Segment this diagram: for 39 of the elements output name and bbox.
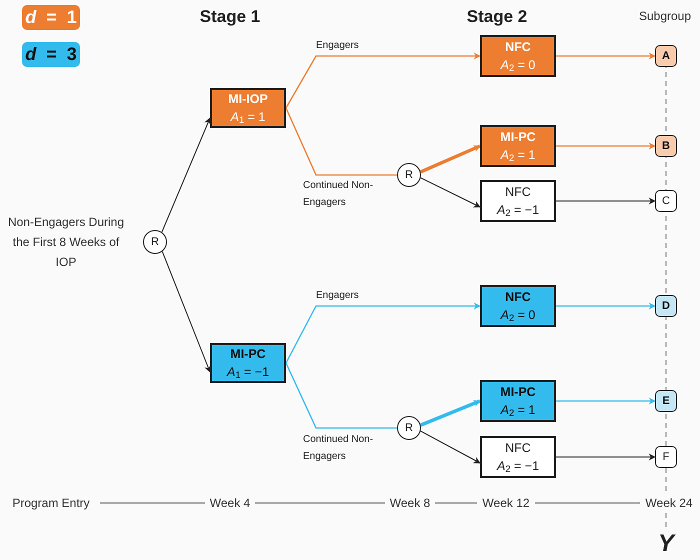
arrow <box>420 430 481 464</box>
arrow <box>162 251 211 373</box>
treatment-box: MI-PC A$_{2}$ = 1 <box>480 125 556 167</box>
arrow <box>420 399 481 427</box>
outcome-label: Y <box>656 532 677 556</box>
edge-label: Continued Non-Engagers <box>303 433 374 464</box>
subgroup-box: F <box>655 446 677 468</box>
stage-heading: Stage 2 <box>466 6 528 28</box>
arrow <box>556 52 656 60</box>
edge-label: Engagers <box>316 39 360 53</box>
subgroup-box: C <box>655 190 677 212</box>
edge-label: Engagers <box>316 289 360 303</box>
arrow <box>556 398 656 404</box>
column-heading: Subgroup <box>638 8 692 25</box>
arrow <box>556 302 656 310</box>
treatment-box: NFC A$_{2}$ = −1 <box>480 180 556 222</box>
treatment-box: MI-IOP A$_{1}$ = 1 <box>210 88 286 128</box>
treatment-box: NFC A$_{2}$ = 0 <box>480 35 556 77</box>
legend-badge: d = 3 <box>22 42 80 67</box>
subgroup-box: B <box>655 135 677 157</box>
subgroup-box: D <box>655 295 677 317</box>
arrow <box>556 142 656 150</box>
arrow <box>285 302 481 364</box>
subgroup-box: A <box>655 45 677 67</box>
arrow <box>420 177 481 208</box>
treatment-box: NFC A$_{2}$ = −1 <box>480 436 556 478</box>
legend-badge: d = 1 <box>22 5 80 30</box>
arrow <box>556 198 656 204</box>
arrow <box>556 454 656 460</box>
stage-heading: Stage 1 <box>198 6 262 28</box>
arrow <box>420 144 481 174</box>
arrow <box>285 52 481 108</box>
population-label: Non-Engagers During the First 8 Weeks of IOP <box>6 214 126 271</box>
edge-label: Continued Non-Engagers <box>303 179 374 210</box>
treatment-box: MI-PC A$_{2}$ = 1 <box>480 380 556 422</box>
subgroup-box: E <box>655 390 677 412</box>
treatment-box: NFC A$_{2}$ = 0 <box>480 285 556 327</box>
arrow <box>161 117 211 233</box>
treatment-box: MI-PC A$_{1}$ = −1 <box>210 343 286 383</box>
